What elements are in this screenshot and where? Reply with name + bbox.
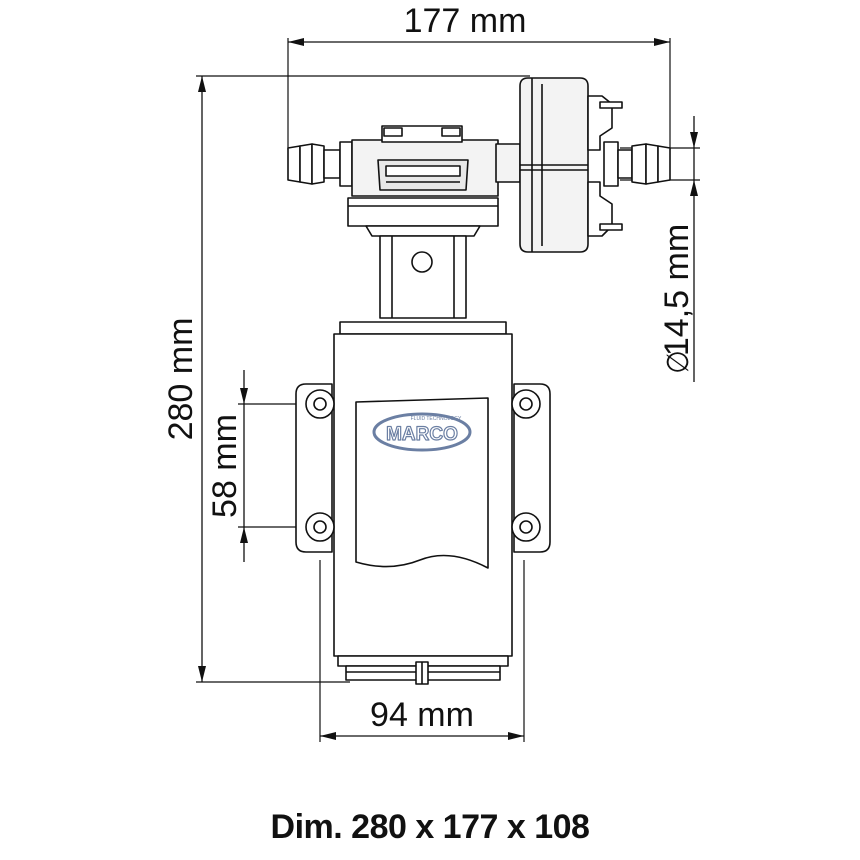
dim-label-mount: 58 mm <box>206 414 244 518</box>
dim-base-width: 94 mm <box>319 560 525 742</box>
dim-mount-spacing: 58 mm <box>206 370 300 562</box>
logo-tagline: FLUID TECHNOLOGY <box>411 416 462 422</box>
pump-head <box>287 125 521 237</box>
diaphragm-housing <box>519 77 623 253</box>
dim-label-width: 177 mm <box>404 2 527 40</box>
diameter-symbol-icon: ∅ <box>662 350 695 374</box>
dim-height-left: 280 mm <box>162 75 530 683</box>
mount-right <box>511 383 551 553</box>
dim-label-base: 94 mm <box>370 696 474 734</box>
dim-port-diameter: 14,5 mm ∅ <box>620 116 700 382</box>
motor-coupling <box>379 235 467 319</box>
dim-label-height: 280 mm <box>162 318 200 441</box>
mount-left <box>295 383 335 553</box>
right-hose-barb <box>603 141 671 187</box>
marco-logo: MARCO FLUID TECHNOLOGY <box>372 412 472 452</box>
coupling-screw <box>411 251 433 273</box>
head-flange <box>347 197 499 227</box>
left-hose-barb <box>287 141 353 187</box>
logo-brand: MARCO <box>386 424 458 445</box>
dim-width-top: 177 mm <box>287 2 671 150</box>
dimensions-caption: Dim. 280 x 177 x 108 <box>270 808 590 846</box>
dim-label-diameter: 14,5 mm <box>658 224 696 356</box>
motor-body <box>333 321 513 685</box>
